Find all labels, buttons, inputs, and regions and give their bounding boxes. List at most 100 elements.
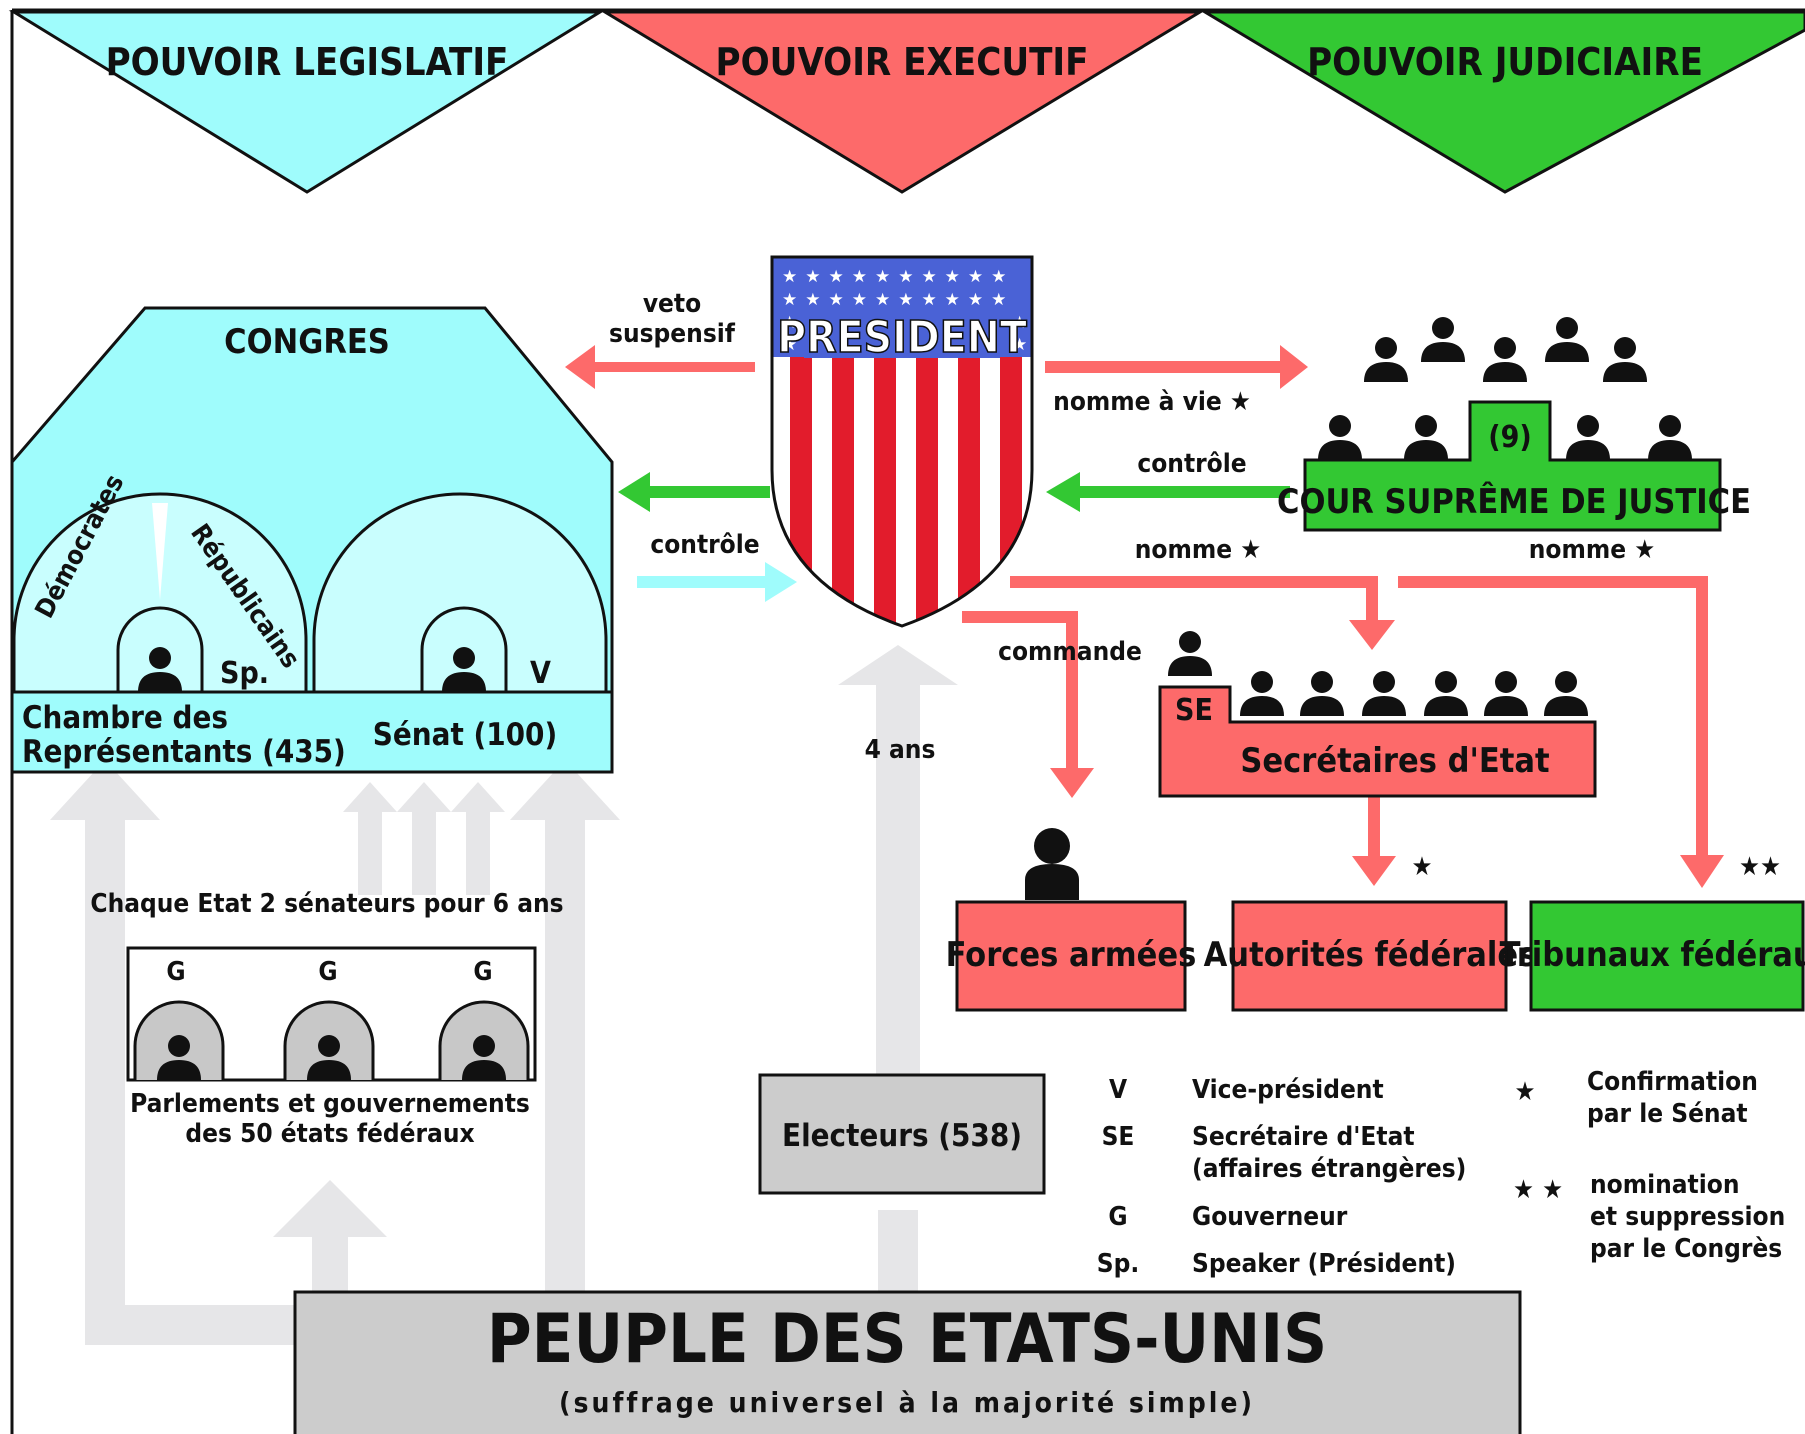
svg-text:★: ★	[1012, 335, 1027, 355]
vote-arrows	[50, 645, 958, 1345]
secretary-icon	[1240, 671, 1284, 716]
executive-arrows	[962, 576, 1724, 888]
people-subtitle: (suffrage universel à la majorité simple…	[559, 1386, 1255, 1419]
commander-head-icon	[1034, 828, 1070, 864]
secretary-icon	[1424, 671, 1468, 716]
justice-icon	[1318, 415, 1362, 460]
svg-text:★★★★★★★★★★: ★★★★★★★★★★	[782, 290, 1014, 310]
executive-title: POUVOIR EXECUTIF	[716, 40, 1089, 84]
electors-box	[758, 1073, 1046, 1195]
secretaries-bench	[1158, 685, 1597, 798]
vote-arrow-electors	[878, 1210, 918, 1300]
legend-desc-g: Gouverneur	[1192, 1202, 1348, 1232]
congress-controls-president-arrow	[637, 562, 797, 602]
states-label-line1: Parlements et gouvernements	[130, 1089, 530, 1119]
people-box	[293, 1290, 1522, 1434]
legend-double-star-desc-line2: et suppression	[1590, 1202, 1785, 1232]
authorities-label: Autorités fédérales	[1204, 935, 1537, 975]
vote-arrow-house	[50, 760, 300, 1345]
names-for-life-label: nomme à vie ★	[1053, 387, 1251, 417]
legislative-title: POUVOIR LEGISLATIF	[106, 40, 509, 84]
senate-chamber-arch	[312, 492, 608, 692]
justice-icon	[1404, 415, 1448, 460]
tribunals-stars: ★★	[1739, 852, 1781, 882]
states-block: Chaque Etat 2 sénateurs pour 6 ans G G G…	[90, 889, 563, 1149]
governor-abbr: G	[166, 957, 185, 987]
svg-text:★★★★★★★★★★: ★★★★★★★★★★	[782, 267, 1014, 287]
legend: V Vice-président SE Secrétaire d'Etat (a…	[1097, 1067, 1786, 1279]
vote-arrow-senate-2	[397, 782, 451, 895]
secretary-icon	[1484, 671, 1528, 716]
president-congress-arrows: veto suspensif contrôle	[565, 289, 797, 602]
vote-arrow-senate-3	[451, 782, 505, 895]
congress-block: CONGRES Démocrates Républicains Sp. V Ch…	[10, 306, 614, 774]
court-controls-congress-arrow	[618, 472, 770, 512]
justice-icon	[1648, 415, 1692, 460]
executive-triangle	[599, 10, 1206, 194]
electors-label: Electeurs (538)	[782, 1118, 1022, 1154]
commands-label: commande	[998, 637, 1142, 667]
governor-abbr: G	[318, 957, 337, 987]
house-name-line1: Chambre des	[22, 700, 228, 736]
names-secretaries-label: nomme ★	[1135, 535, 1261, 565]
president-shield: ★★★★★★★★★★ ★★★★★★★★★★ ★ ★ ★ ★ PRESIDENT	[770, 255, 1034, 628]
judicial-title: POUVOIR JUDICIAIRE	[1307, 40, 1703, 84]
house-name-line2: Représentants (435)	[22, 734, 346, 770]
legend-double-star-icon: ★ ★	[1513, 1175, 1563, 1205]
legend-desc-se-line2: (affaires étrangères)	[1192, 1154, 1466, 1184]
justice-icon	[1566, 415, 1610, 460]
tribunals-label: Tribunaux fédéraux	[1500, 935, 1805, 975]
secretary-icon	[1300, 671, 1344, 716]
legend-abbr-g: G	[1108, 1202, 1127, 1232]
veto-arrow	[565, 345, 755, 389]
governor-abbr: G	[473, 957, 492, 987]
names-tribunals-arrow	[1398, 576, 1724, 888]
forces-label: Forces armées	[946, 935, 1197, 975]
president-term-label: 4 ans	[865, 735, 936, 765]
secretary-icon	[1362, 671, 1406, 716]
names-tribunals-label: nomme ★	[1529, 535, 1655, 565]
vote-arrow-senate	[510, 760, 620, 1300]
bottom-row: Forces armées Autorités fédérales Tribun…	[946, 828, 1805, 1012]
justice-icon	[1421, 317, 1465, 362]
legend-desc-sp: Speaker (Président)	[1192, 1249, 1456, 1279]
header-triangles: POUVOIR LEGISLATIF POUVOIR EXECUTIF POUV…	[8, 10, 1805, 194]
veto-label-line2: suspensif	[609, 319, 736, 349]
commands-forces-arrow	[962, 611, 1094, 798]
legend-abbr-sp: Sp.	[1097, 1249, 1139, 1279]
tribunals-box	[1529, 900, 1805, 1012]
supreme-court-count: (9)	[1488, 420, 1531, 455]
house-aisle-divider	[152, 503, 168, 600]
speaker-abbr: Sp.	[220, 656, 269, 691]
justice-icon	[1483, 337, 1527, 382]
veto-label-line1: veto	[643, 289, 701, 319]
president-court-arrows: nomme à vie ★ contrôle	[1045, 345, 1308, 512]
senators-note: Chaque Etat 2 sénateurs pour 6 ans	[90, 889, 563, 919]
legend-double-star-desc-line3: par le Congrès	[1590, 1234, 1782, 1264]
svg-text:★: ★	[782, 313, 805, 333]
congress-title: CONGRES	[224, 322, 390, 362]
authorities-box	[1231, 900, 1508, 1012]
legend-desc-se-line1: Secrétaire d'Etat	[1192, 1122, 1415, 1152]
judicial-triangle	[1199, 10, 1805, 194]
secretaries-abbr: SE	[1175, 693, 1213, 728]
supreme-court-bench	[1303, 400, 1722, 532]
forces-box	[955, 900, 1187, 1012]
justice-icon	[1364, 337, 1408, 382]
secretary-icon	[1544, 671, 1588, 716]
shield-outline	[770, 255, 1034, 628]
legend-star-desc-line2: par le Sénat	[1587, 1099, 1748, 1129]
authorities-star: ★	[1412, 852, 1433, 882]
vote-arrow-states	[273, 1180, 387, 1300]
shield-stars: ★★★★★★★★★★ ★★★★★★★★★★ ★ ★ ★ ★	[782, 267, 1027, 355]
legend-star-desc-line1: Confirmation	[1587, 1067, 1758, 1097]
legislative-triangle	[8, 10, 606, 194]
secretaries-name: Secrétaires d'Etat	[1240, 741, 1549, 781]
names-secretaries-arrow	[1010, 576, 1395, 650]
legend-star-icon: ★	[1515, 1077, 1536, 1107]
justice-icon	[1603, 337, 1647, 382]
secretaries-authorities-arrow	[1352, 797, 1396, 886]
legend-abbr-v: V	[1109, 1075, 1127, 1105]
svg-text:★: ★	[1012, 313, 1027, 333]
